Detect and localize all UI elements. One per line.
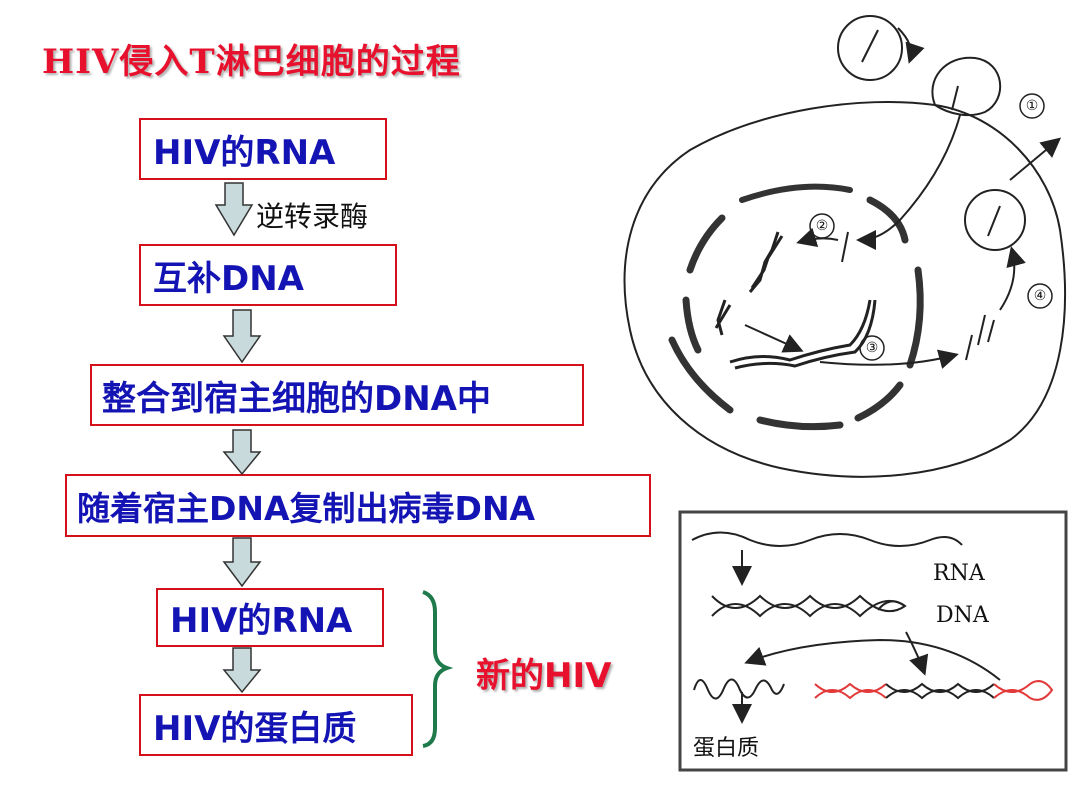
- flow-step-new-rna: HIV的RNA: [156, 588, 384, 647]
- inset-label-rna: RNA: [933, 561, 986, 586]
- flow-step-complementary-dna: 互补DNA: [139, 244, 397, 306]
- inset-figure: RNA DNA 蛋白质: [678, 510, 1068, 772]
- flow-step-protein: HIV的蛋白质: [139, 694, 413, 756]
- flow-arrow-1: [214, 182, 254, 237]
- flow-arrow-4: [222, 537, 262, 588]
- inset-label-protein: 蛋白质: [693, 736, 759, 761]
- curly-bracket: [422, 590, 454, 748]
- flow-step-replication: 随着宿主DNA复制出病毒DNA: [65, 474, 651, 537]
- flow-arrow-3: [222, 429, 262, 476]
- page-title: HIV侵入T淋巴细胞的过程: [42, 42, 461, 82]
- flow-arrow-5: [222, 647, 262, 694]
- enzyme-label: 逆转录酶: [256, 200, 369, 233]
- nuclear-envelope: [668, 183, 924, 431]
- new-hiv-label: 新的HIV: [476, 656, 612, 696]
- cell-figure: [623, 15, 1066, 478]
- flow-step-integration: 整合到宿主细胞的DNA中: [90, 364, 584, 426]
- flow-step-hiv-rna: HIV的RNA: [139, 118, 387, 180]
- virus-particle-1: [837, 15, 903, 81]
- marker-3: ③: [866, 340, 879, 356]
- flow-arrow-2: [222, 309, 262, 364]
- marker-4: ④: [1034, 288, 1047, 304]
- budding-bulge: [931, 56, 1002, 117]
- inset-label-dna: DNA: [936, 603, 990, 628]
- rna-strand: [691, 531, 963, 547]
- cell-membrane: [623, 101, 1066, 478]
- host-dna: [714, 231, 877, 370]
- marker-1: ①: [1026, 98, 1039, 114]
- virus-particle-2: [964, 189, 1026, 251]
- marker-2: ②: [816, 218, 829, 234]
